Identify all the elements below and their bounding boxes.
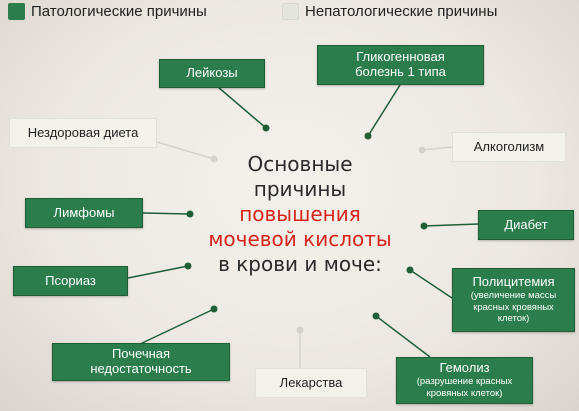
connector-dot-renal <box>210 305 218 313</box>
center-title: Основные причины повышения мочевой кисло… <box>195 152 405 277</box>
node-alcoholism: Алкоголизм <box>452 132 566 162</box>
connector-psoriasis <box>127 265 189 279</box>
center-line-3: повышения <box>239 202 361 226</box>
node-hemolysis-sub-2: кровяных клеток) <box>426 387 503 399</box>
node-medications: Лекарства <box>255 368 367 398</box>
connector-lymphomas <box>142 212 191 215</box>
node-lymphomas: Лимфомы <box>25 198 143 228</box>
node-hemolysis: Гемолиз (разрушение красных кровяных кле… <box>396 357 533 404</box>
legend-swatch-pathological <box>8 3 25 20</box>
node-hemolysis-sub-1: (разрушение красных <box>416 376 513 388</box>
connector-dot-diabetes <box>420 222 428 230</box>
connector-glycogen <box>367 84 401 137</box>
node-polycythemia-sub-1: (увеличение массы <box>470 289 557 301</box>
center-line-1: Основные <box>247 152 353 176</box>
connector-dot-medications <box>296 326 304 334</box>
node-lymphomas-label: Лимфомы <box>53 204 115 220</box>
connector-dot-leukoses <box>262 124 270 132</box>
legend-label-non-pathological: Непатологические причины <box>305 3 498 20</box>
connector-alcoholism <box>421 146 453 151</box>
node-psoriasis-label: Псориаз <box>45 272 96 288</box>
legend-swatch-non-pathological <box>282 3 299 20</box>
legend-pathological: Патологические причины <box>8 3 207 20</box>
center-line-4: мочевой кислоты <box>208 227 392 251</box>
node-hemolysis-title: Гемолиз <box>439 360 490 376</box>
connector-dot-psoriasis <box>184 262 192 270</box>
node-glycogen-line-2: болезнь 1 типа <box>355 64 446 79</box>
connector-dot-lymphomas <box>186 210 194 218</box>
connector-dot-hemolysis <box>372 312 380 320</box>
node-polycythemia: Полицитемия (увеличение массы красных кр… <box>452 268 575 332</box>
center-line-2: причины <box>253 177 347 201</box>
node-unhealthy-diet-label: Нездоровая диета <box>27 124 139 140</box>
connector-dot-polycythemia <box>406 266 414 274</box>
legend-label-pathological: Патологические причины <box>31 3 207 20</box>
connector-diabetes <box>423 223 479 227</box>
connector-leukoses <box>217 86 267 129</box>
node-renal-failure: Почечная недостаточность <box>52 343 230 381</box>
node-leukoses: Лейкозы <box>159 59 265 88</box>
node-psoriasis: Псориаз <box>13 266 128 296</box>
legend-non-pathological: Непатологические причины <box>282 3 497 20</box>
connector-hemolysis <box>375 315 431 358</box>
node-diabetes: Диабет <box>478 210 574 240</box>
node-polycythemia-sub-2: красных кровяных <box>473 301 554 313</box>
node-renal-failure-line-1: Почечная <box>111 346 171 362</box>
node-polycythemia-title: Полицитемия <box>472 273 555 289</box>
node-medications-label: Лекарства <box>279 374 343 390</box>
connector-polycythemia <box>409 269 453 299</box>
connector-dot-diet <box>210 155 218 163</box>
connector-dot-alcoholism <box>418 146 426 154</box>
node-glycogen-line-1: Гликогенновая <box>356 49 445 65</box>
connector-dot-glycogen <box>364 132 372 140</box>
node-leukoses-label: Лейкозы <box>186 65 238 81</box>
node-diabetes-label: Диабет <box>504 216 548 232</box>
center-line-5: в крови и моче: <box>218 252 382 276</box>
node-renal-failure-line-2: недостаточность <box>90 361 192 376</box>
node-polycythemia-sub-3: клеток) <box>497 313 530 325</box>
node-alcoholism-label: Алкоголизм <box>473 138 545 154</box>
connector-renal <box>137 308 215 346</box>
node-glycogen: Гликогенновая болезнь 1 типа <box>317 45 484 85</box>
connector-diet <box>149 139 215 160</box>
node-unhealthy-diet: Нездоровая диета <box>9 118 157 148</box>
